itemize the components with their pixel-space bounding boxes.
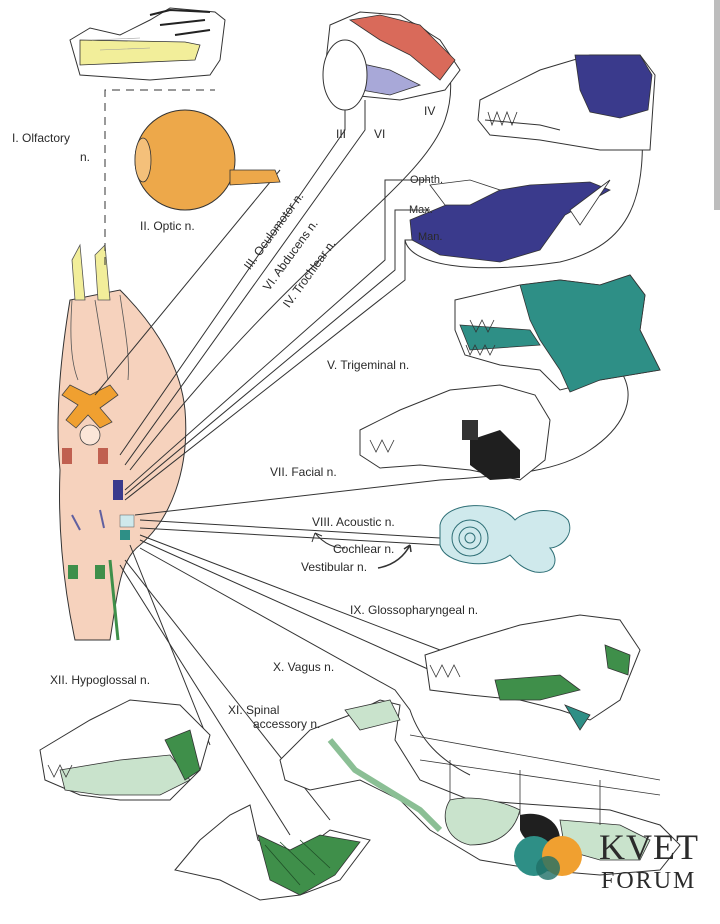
oculomotor-root xyxy=(98,448,108,464)
hypoglossal-root xyxy=(68,565,78,579)
olfactory-bulb xyxy=(94,244,111,301)
acoustic-nerve-line xyxy=(139,519,441,539)
optic-chiasm xyxy=(61,384,119,429)
oculomotor-root xyxy=(62,448,72,464)
spinal-accessory-nerve-line xyxy=(119,564,291,836)
spinal-accessory-label-line2: accessory n. xyxy=(253,717,321,731)
acoustic-illustration xyxy=(311,505,571,573)
olfactory-illustration xyxy=(69,7,226,81)
hypoglossal-root xyxy=(95,565,105,579)
ophthalmic-branch-line xyxy=(124,179,430,491)
acoustic-label: VIII. Acoustic n. xyxy=(312,515,395,529)
olfactory-label: I. Olfactory xyxy=(12,131,71,145)
glossopharyngeal-illustration xyxy=(424,614,641,731)
glossopharyngeal-nerve-line xyxy=(139,539,431,671)
watermark-kvet: KVET xyxy=(599,827,699,867)
olfactory-n-label: n. xyxy=(80,150,91,164)
maxillary-label: Max. xyxy=(409,204,433,216)
trigeminal-illustration xyxy=(409,54,656,263)
glossopharyngeal-label: IX. Glossopharyngeal n. xyxy=(350,603,479,617)
facial-root xyxy=(120,530,130,540)
ophthalmic-label: Ophth. xyxy=(410,174,444,186)
cochlear-label: Cochlear n. xyxy=(333,542,395,556)
optic-illustration xyxy=(134,109,281,211)
page-edge-scrollbar xyxy=(714,0,720,210)
spinal-accessory-illustration xyxy=(174,804,371,901)
pituitary xyxy=(79,424,101,446)
optic-nerve-line xyxy=(94,169,281,396)
acoustic-nerve-line xyxy=(139,527,441,546)
acoustic-root xyxy=(119,514,135,528)
roman-4-label: IV xyxy=(424,104,436,118)
olfactory-bulb xyxy=(71,243,86,301)
brainstem xyxy=(57,243,187,641)
mandibular-label: Man. xyxy=(418,231,443,243)
spinal-accessory-label-line1: XI. Spinal xyxy=(228,703,280,717)
trigeminal-outer-line xyxy=(404,99,643,269)
trigeminal-label: V. Trigeminal n. xyxy=(327,358,410,372)
roman-6-label: VI xyxy=(374,127,386,141)
trigeminal-root xyxy=(113,480,123,500)
spinal-root xyxy=(108,559,120,641)
vagus-label: X. Vagus n. xyxy=(273,660,335,674)
abducens-nerve-line xyxy=(124,100,366,466)
kvet-forum-logo xyxy=(514,836,582,880)
oculomotor-illustration xyxy=(322,11,461,111)
vagus-illustration xyxy=(279,699,681,876)
facial-label: VII. Facial n. xyxy=(270,465,337,479)
watermark-forum: FORUM xyxy=(601,868,697,894)
hypoglossal-illustration xyxy=(39,699,211,801)
vestibular-label: Vestibular n. xyxy=(301,560,368,574)
vagus-nerve-line xyxy=(139,547,471,776)
maxillary-branch-line xyxy=(124,209,430,496)
olfactory-nerve-line xyxy=(104,89,215,265)
optic-label: II. Optic n. xyxy=(140,219,195,233)
roman-3-label: III xyxy=(336,127,347,141)
hypoglossal-label: XII. Hypoglossal n. xyxy=(50,673,151,687)
facial-illustration xyxy=(359,274,661,481)
kvet-forum-watermark: KVET FORUM xyxy=(595,826,705,896)
